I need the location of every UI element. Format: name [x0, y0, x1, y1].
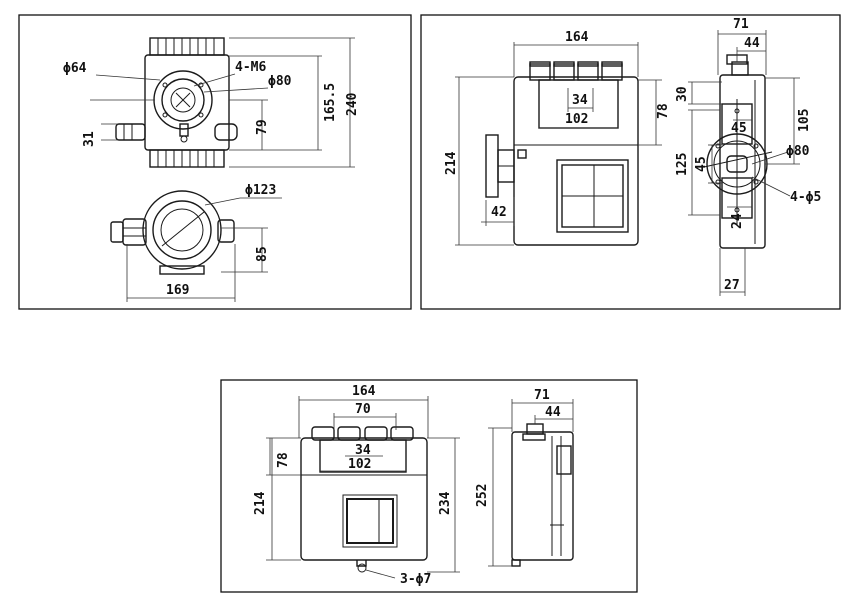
- panel-1-top-dimensions: [90, 37, 355, 168]
- label-78: 78: [656, 103, 671, 119]
- label-240: 240: [345, 92, 360, 116]
- label-125: 125: [675, 153, 690, 176]
- label-45-left: 45: [694, 156, 709, 172]
- label-78: 78: [276, 452, 291, 468]
- label-dia-123: ϕ123: [245, 183, 276, 198]
- label-31: 31: [82, 131, 97, 147]
- panel-3-front-dimensions: [266, 396, 460, 579]
- label-dia-64: ϕ64: [63, 61, 87, 76]
- panel-2-front-dimensions: [455, 42, 662, 246]
- panel-1-flanged-housing: ϕ64 4-M6 ϕ80 165.5 240 79 31 ϕ123 85 169: [18, 14, 412, 310]
- label-71: 71: [733, 17, 749, 32]
- panel-3-enclosure-views: 164 70 34 102 78 214 234 3-ϕ7 71 44 252: [220, 379, 638, 593]
- panel-3-side-dimensions: [488, 399, 574, 567]
- label-30: 30: [675, 86, 690, 102]
- panel-2-wall-mount-housing: 164 34 102 78 214 42 71 44 30 105 45 125…: [420, 14, 841, 310]
- label-252: 252: [475, 484, 490, 507]
- label-45-upper: 45: [731, 121, 747, 136]
- label-85: 85: [255, 246, 270, 262]
- label-71: 71: [534, 388, 550, 403]
- housing-front-view: [485, 61, 639, 246]
- label-165-5: 165.5: [323, 83, 338, 122]
- label-44: 44: [545, 405, 561, 420]
- label-214: 214: [253, 491, 268, 515]
- panel-2-side-dimensions: [688, 30, 800, 296]
- label-3-dia-7: 3-ϕ7: [400, 572, 431, 587]
- label-27: 27: [724, 278, 740, 293]
- label-102: 102: [565, 112, 588, 127]
- panel-3-frame: [220, 379, 638, 593]
- enclosure-side-view: [511, 423, 574, 567]
- panel-1-frame: [18, 14, 412, 310]
- label-169: 169: [166, 283, 189, 298]
- label-105: 105: [797, 109, 812, 132]
- label-24: 24: [730, 213, 745, 229]
- housing-side-view: [110, 190, 235, 275]
- label-34: 34: [355, 443, 371, 458]
- housing-top-view: [115, 37, 238, 168]
- label-214: 214: [444, 151, 459, 175]
- label-34: 34: [572, 93, 588, 108]
- label-4-m6: 4-M6: [235, 60, 266, 75]
- label-164: 164: [565, 30, 589, 45]
- label-234: 234: [438, 491, 453, 515]
- label-dia-80: ϕ80: [786, 144, 810, 159]
- label-dia-80: ϕ80: [268, 74, 292, 89]
- label-44: 44: [744, 36, 760, 51]
- label-79: 79: [255, 119, 270, 135]
- label-164: 164: [352, 384, 376, 399]
- label-4-dia-5: 4-ϕ5: [790, 190, 821, 205]
- label-42: 42: [491, 205, 507, 220]
- label-70: 70: [355, 402, 371, 417]
- panel-2-frame: [420, 14, 841, 310]
- enclosure-front-view: [300, 426, 428, 573]
- panel-1-side-dimensions: [126, 197, 282, 302]
- label-102: 102: [348, 457, 371, 472]
